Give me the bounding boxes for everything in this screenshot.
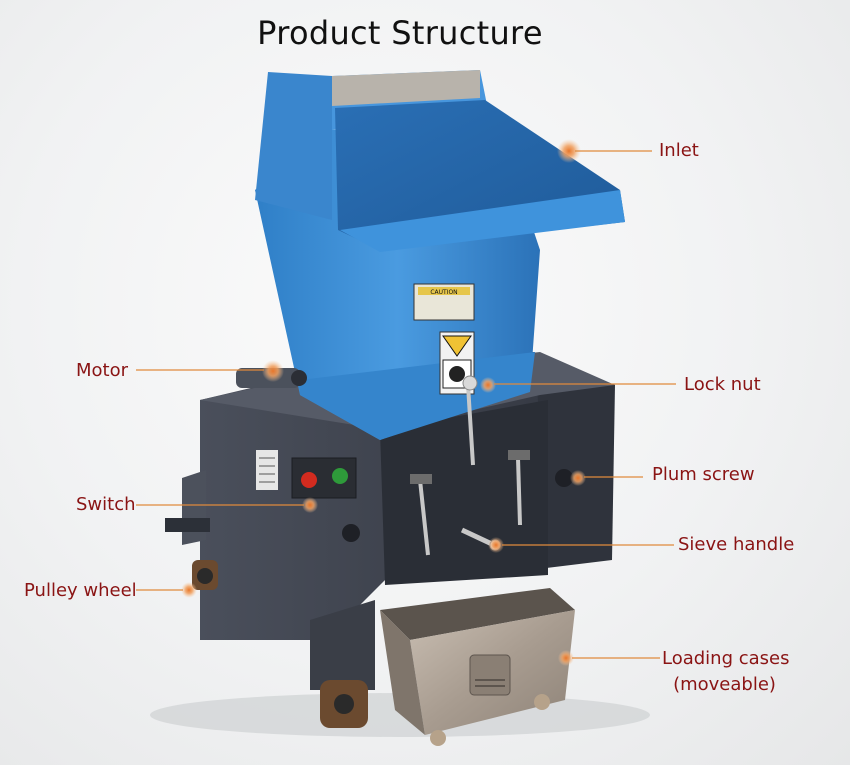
label-motor: Motor (76, 360, 129, 381)
lock-nut-handles (410, 375, 530, 556)
start-button (332, 468, 348, 484)
marker-sieve-handle (488, 537, 504, 553)
spec-plate (256, 450, 278, 490)
stop-button (301, 472, 317, 488)
label-pulley-wheel: Pulley wheel (24, 580, 137, 601)
plum-screw-left (342, 524, 360, 542)
marker-loading-cases (558, 650, 574, 666)
label-lock-nut: Lock nut (684, 374, 761, 395)
leader-lines (136, 150, 676, 659)
blue-hopper: CAUTION (255, 70, 625, 440)
label-loading-cases-line1: Loading cases (662, 648, 790, 669)
label-inlet: Inlet (659, 140, 699, 161)
callout-markers (181, 139, 586, 666)
label-loading-cases: Loading cases (moveable) (662, 648, 790, 696)
label-loading-cases-line2: (moveable) (673, 674, 776, 695)
loading-case (380, 588, 575, 735)
sticker-caption: CAUTION (430, 289, 457, 296)
page-title: Product Structure (257, 14, 543, 52)
machine-body (150, 352, 650, 737)
marker-motor (262, 360, 284, 382)
pulley-wheels (192, 560, 550, 746)
plum-screw (555, 469, 573, 487)
marker-inlet (557, 139, 581, 163)
marker-switch (302, 497, 318, 513)
marker-lock-nut (480, 377, 496, 393)
label-sieve-handle: Sieve handle (678, 534, 795, 555)
label-switch: Switch (76, 494, 136, 515)
marker-plum-screw (570, 470, 586, 486)
marker-pulley-wheel (181, 582, 197, 598)
label-plum-screw: Plum screw (652, 464, 755, 485)
